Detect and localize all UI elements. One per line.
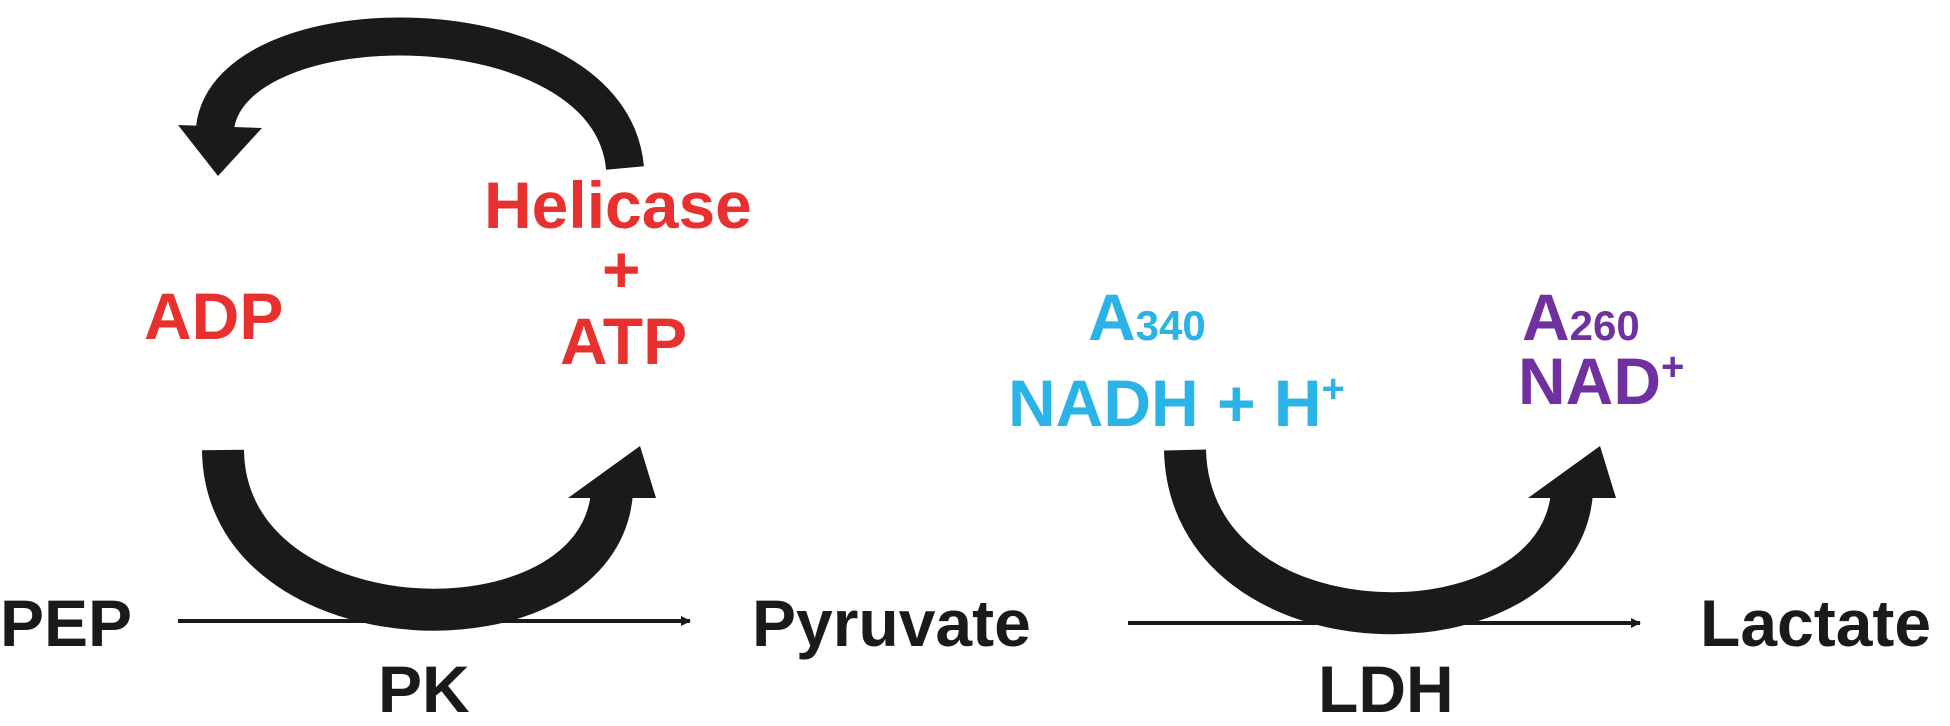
pk-enzyme-label: PK [378, 652, 470, 726]
a260-subscript: 260 [1569, 302, 1640, 349]
atp-label: ATP [560, 304, 688, 378]
helicase-label: Helicase [484, 168, 752, 242]
lactate-label: Lactate [1700, 586, 1932, 660]
hydrolysis-curved-arrow [178, 17, 644, 176]
nad-text: NAD [1518, 344, 1661, 418]
pk-curved-arrow [202, 446, 656, 631]
nadh-label: NADH + H+ [1008, 367, 1345, 436]
pyruvate-label: Pyruvate [752, 586, 1031, 660]
nad-label: NAD+ [1518, 345, 1685, 414]
nad-superscript: + [1661, 345, 1685, 389]
a260-base: A [1522, 280, 1570, 354]
adp-label: ADP [144, 279, 284, 353]
a340-label: A340 [1088, 284, 1206, 350]
ldh-enzyme-label: LDH [1318, 652, 1454, 726]
a260-label: A260 [1522, 284, 1640, 350]
plus-label: + [602, 232, 641, 306]
nadh-superscript: + [1321, 367, 1345, 411]
ldh-curved-arrow [1164, 446, 1616, 635]
pep-label: PEP [0, 586, 133, 660]
nadh-text: NADH + H [1008, 366, 1322, 440]
a340-base: A [1088, 280, 1136, 354]
a340-subscript: 340 [1135, 302, 1206, 349]
